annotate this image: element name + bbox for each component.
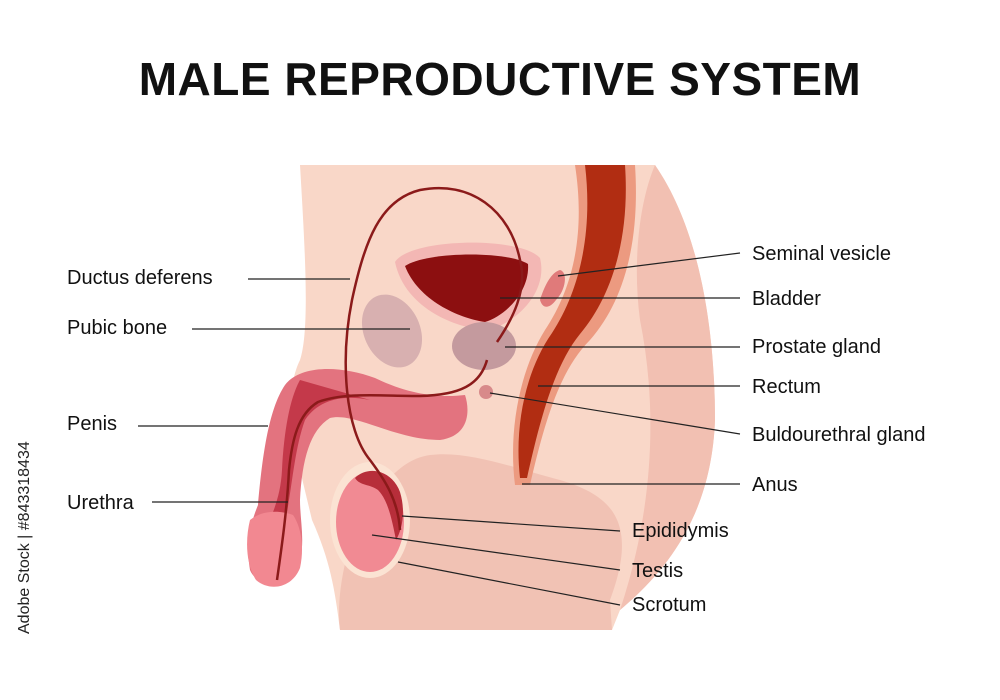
buttock-shadow (620, 165, 715, 610)
label-bulbourethral-gland: Buldourethral gland (752, 424, 926, 446)
label-pubic-bone: Pubic bone (67, 317, 168, 339)
ductus-deferens (344, 186, 524, 531)
rectum-inner (518, 165, 626, 478)
leader-seminal-vesicle (557, 252, 741, 277)
penis-corpus (270, 380, 370, 522)
pubic-bone (361, 294, 423, 368)
leader-bulbourethral (489, 392, 741, 435)
leader-epididymis (401, 515, 621, 532)
label-prostate-gland: Prostate gland (752, 336, 881, 358)
label-rectum: Rectum (752, 376, 821, 398)
urethra (275, 359, 489, 581)
label-seminal-vesicle: Seminal vesicle (752, 243, 891, 265)
label-urethra: Urethra (67, 492, 134, 514)
label-testis: Testis (632, 560, 684, 582)
bladder (405, 254, 529, 322)
label-anus: Anus (752, 474, 798, 496)
glans (247, 511, 303, 587)
stock-id-watermark: Adobe Stock | #843318434 (16, 441, 33, 634)
prostate (452, 322, 516, 370)
thigh-shadow (339, 454, 622, 630)
page-title: MALE REPRODUCTIVE SYSTEM (138, 53, 862, 105)
label-scrotum: Scrotum (632, 594, 707, 616)
label-epididymis: Epididymis (632, 520, 729, 542)
label-ductus-deferens: Ductus deferens (67, 267, 213, 289)
label-bladder: Bladder (752, 288, 821, 310)
leader-scrotum (397, 561, 621, 606)
label-penis: Penis (67, 413, 118, 435)
bulbourethral-gland (479, 385, 493, 399)
epididymis (355, 470, 403, 540)
leader-testis (371, 534, 621, 571)
